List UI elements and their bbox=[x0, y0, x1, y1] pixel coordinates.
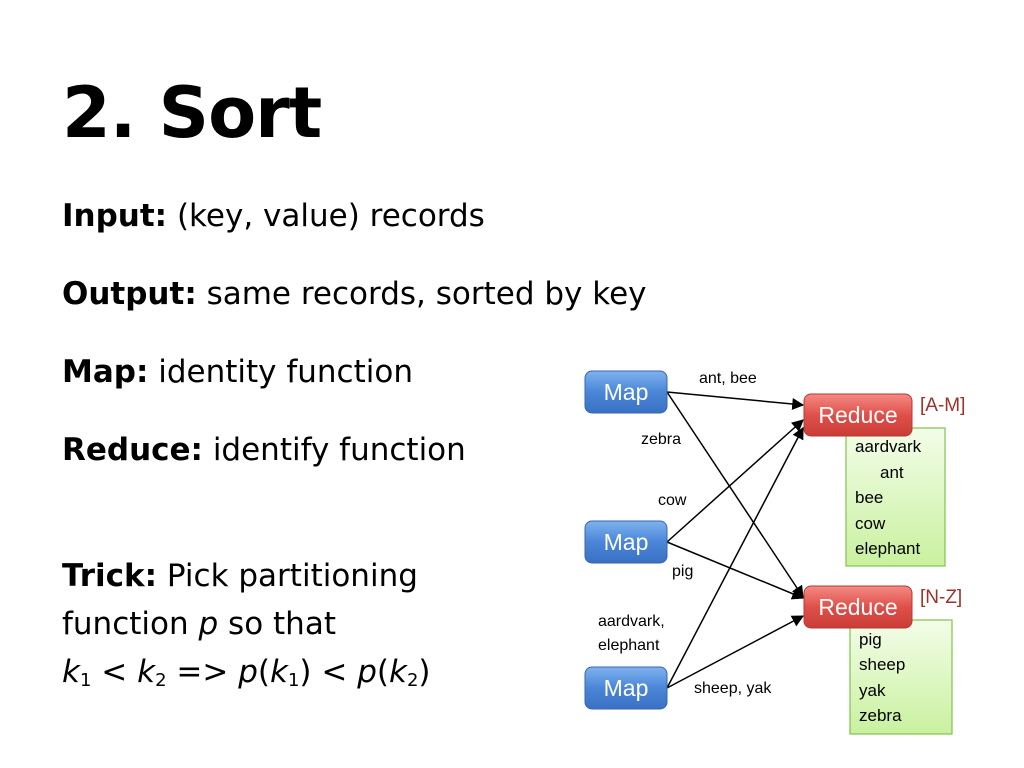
input-line: Input: (key, value) records bbox=[62, 198, 485, 234]
trick-line-1: Trick: Pick partitioning bbox=[62, 552, 431, 600]
formula-lt-1: < bbox=[101, 654, 128, 690]
output-label: Output: bbox=[62, 276, 197, 312]
reduce-node-2-label: Reduce bbox=[818, 594, 897, 620]
output-text: same records, sorted by key bbox=[206, 276, 647, 312]
reducer-1-item: bee bbox=[855, 488, 883, 507]
trick-text-2a: function bbox=[62, 606, 189, 642]
reducer-2-output-list: pig sheep yak zebra bbox=[849, 619, 953, 735]
formula-p2: p bbox=[357, 654, 377, 690]
edge-label-sheep-yak: sheep, yak bbox=[694, 680, 772, 697]
reduce-node-1: Reduce bbox=[803, 393, 913, 437]
reduce-node-1-label: Reduce bbox=[818, 402, 897, 428]
edge-label-cow: cow bbox=[658, 492, 687, 509]
reducer-1-item: elephant bbox=[855, 539, 921, 558]
formula-implies: => bbox=[176, 654, 229, 690]
edge-map3-reduce1 bbox=[666, 426, 804, 689]
reduce-node-2: Reduce bbox=[803, 585, 913, 629]
map-line: Map: identity function bbox=[62, 354, 413, 390]
edge-label-ant-bee: ant, bee bbox=[699, 370, 757, 387]
trick-text-1: Pick partitioning bbox=[166, 558, 418, 594]
formula-sub2b: 2 bbox=[406, 670, 419, 691]
trick-label: Trick: bbox=[62, 558, 158, 594]
formula-k1: k bbox=[62, 654, 80, 690]
reducer-2-item: sheep bbox=[859, 655, 905, 674]
edge-label-aardvark: aardvark, bbox=[598, 613, 665, 630]
formula-p1: p bbox=[238, 654, 258, 690]
edge-map3-reduce2 bbox=[666, 615, 805, 689]
reducer-1-item: aardvark bbox=[855, 437, 922, 456]
range-label-n-z: [N-Z] bbox=[920, 587, 962, 608]
reducer-2-item: pig bbox=[859, 630, 882, 649]
reducer-1-output-list: aardvark ant bee cow elephant bbox=[845, 427, 946, 567]
formula-open-2: ( bbox=[376, 654, 389, 690]
trick-formula: k1 < k2 => p(k1) < p(k2) bbox=[62, 648, 431, 696]
input-label: Input: bbox=[62, 198, 168, 234]
map-node-2: Map bbox=[584, 520, 668, 564]
edge-map2-reduce1 bbox=[666, 419, 804, 543]
formula-k1b: k bbox=[269, 654, 288, 690]
range-label-a-m: [A-M] bbox=[920, 395, 965, 416]
map-label: Map: bbox=[62, 354, 149, 390]
edge-label-zebra: zebra bbox=[641, 431, 681, 448]
map-node-3-label: Map bbox=[604, 675, 649, 701]
reduce-text: identify function bbox=[212, 432, 466, 468]
formula-sub1b: 1 bbox=[287, 670, 300, 691]
map-node-2-label: Map bbox=[604, 529, 649, 555]
map-node-1-label: Map bbox=[604, 379, 649, 405]
edge-map2-reduce2 bbox=[666, 541, 805, 600]
reduce-label: Reduce: bbox=[62, 432, 203, 468]
edge-map1-reduce2 bbox=[666, 391, 804, 598]
formula-k2b: k bbox=[389, 654, 407, 690]
trick-p: p bbox=[198, 606, 219, 642]
reduce-line: Reduce: identify function bbox=[62, 432, 466, 468]
map-text: identity function bbox=[158, 354, 413, 390]
reducer-1-item: ant bbox=[880, 463, 904, 482]
formula-sub2: 2 bbox=[155, 670, 167, 691]
slide-title: 2. Sort bbox=[62, 72, 322, 154]
reducer-1-item: cow bbox=[855, 514, 886, 533]
edge-label-elephant: elephant bbox=[598, 637, 660, 654]
trick-line-2: function p so that bbox=[62, 600, 431, 648]
edge-label-pig: pig bbox=[672, 563, 693, 580]
formula-close-1: ) bbox=[299, 654, 312, 690]
reducer-2-item: zebra bbox=[859, 706, 902, 725]
output-line: Output: same records, sorted by key bbox=[62, 276, 647, 312]
reducer-2-item: yak bbox=[859, 681, 886, 700]
formula-lt-2: < bbox=[321, 654, 348, 690]
formula-sub1: 1 bbox=[79, 670, 92, 691]
formula-k2: k bbox=[137, 654, 156, 690]
trick-text-2b: so that bbox=[228, 606, 336, 642]
map-node-3: Map bbox=[584, 666, 668, 710]
input-text: (key, value) records bbox=[176, 198, 485, 234]
map-node-1: Map bbox=[584, 370, 668, 414]
formula-close-2: ) bbox=[418, 654, 431, 690]
trick-block: Trick: Pick partitioning function p so t… bbox=[62, 552, 431, 696]
edge-map1-reduce1 bbox=[666, 391, 805, 410]
formula-open-1: ( bbox=[257, 654, 270, 690]
